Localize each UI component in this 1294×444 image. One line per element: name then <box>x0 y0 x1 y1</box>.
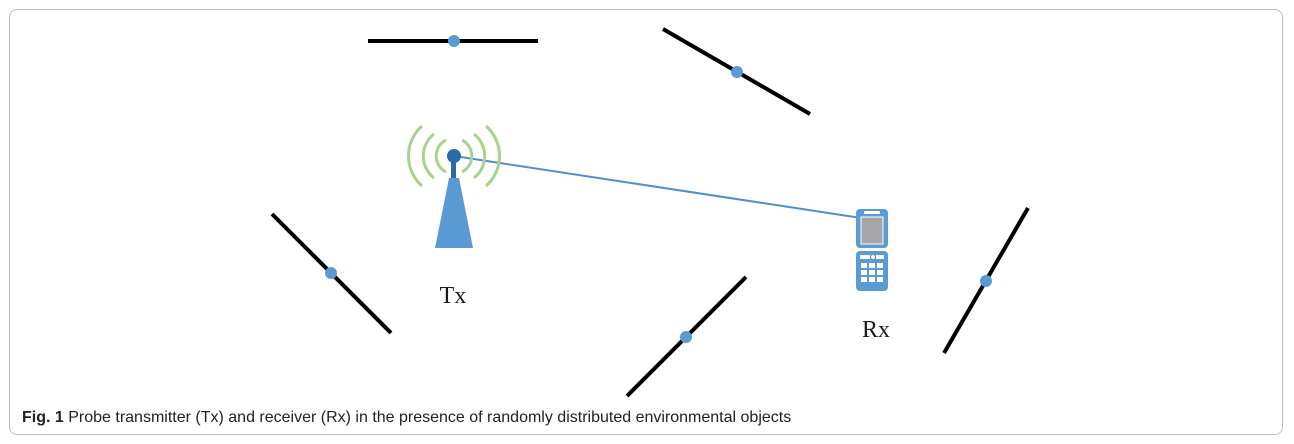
figure-frame <box>9 9 1283 435</box>
caption-text: Probe transmitter (Tx) and receiver (Rx)… <box>68 409 792 426</box>
scatterer-left <box>270 212 393 335</box>
scatterer-right <box>942 206 1030 355</box>
scatterer-bottom-center <box>625 275 748 398</box>
antenna-tower-icon <box>435 149 473 248</box>
rx-label: Rx <box>862 317 890 343</box>
mobile-phone-icon <box>856 209 888 291</box>
scatterer-top-left <box>368 35 538 47</box>
figure-number: Fig. 1 <box>22 409 64 426</box>
signal-waves-icon <box>407 124 501 188</box>
figure-caption: Fig. 1 Probe transmitter (Tx) and receiv… <box>22 409 1272 427</box>
scatterer-top-right <box>661 27 812 116</box>
tx-label: Tx <box>440 283 467 309</box>
tx-rx-link-line <box>453 155 862 219</box>
